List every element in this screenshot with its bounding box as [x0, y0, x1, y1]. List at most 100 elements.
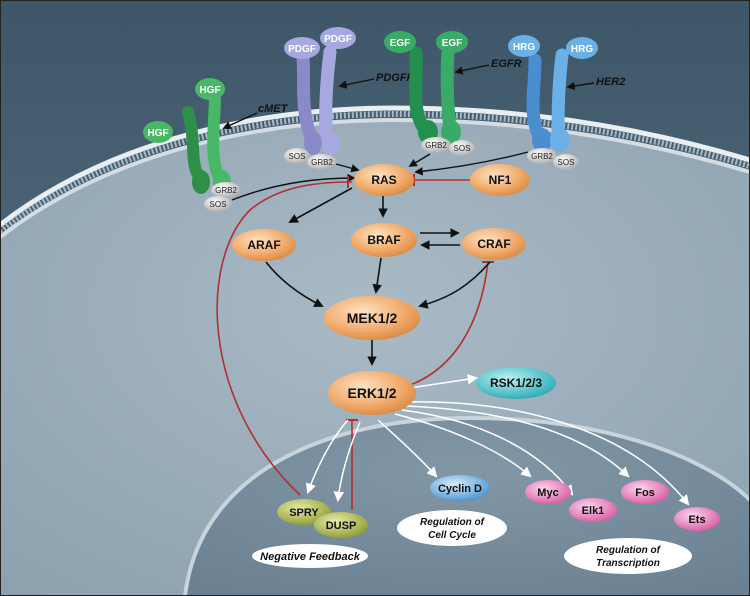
transcription-caption-line2: Transcription [596, 558, 660, 569]
grb2-cmet [211, 182, 241, 198]
nuclear-envelope [183, 415, 750, 596]
egfr-label: EGFR [491, 58, 522, 70]
braf-label: BRAF [367, 233, 400, 247]
cell-cycle-caption-bg [397, 510, 507, 546]
dusp-label: DUSP [326, 520, 357, 532]
araf-node [232, 229, 296, 261]
craf-node [462, 228, 526, 260]
pdgf-label-2: PDGF [324, 34, 352, 45]
grb2-pdgfr [307, 154, 337, 170]
feedback-erk-to-craf [409, 261, 489, 386]
arrow-her2-to-ras [414, 151, 529, 176]
pdgfr-receptor [296, 45, 340, 155]
cell-cycle-caption-line1: Regulation of [420, 517, 486, 528]
pdgf-ligand-1 [284, 37, 320, 59]
erk-node [328, 371, 416, 415]
egf-ligand-2 [436, 31, 468, 53]
spry-node [277, 499, 331, 525]
ets-node [674, 507, 720, 531]
arrow-pdgfr-to-ras [335, 163, 360, 173]
grb2-egfr-label: GRB2 [425, 141, 447, 150]
cell-membrane-outer [0, 105, 750, 227]
braf-node [351, 223, 417, 257]
sos-cmet-label: SOS [210, 200, 227, 209]
dusp-node [314, 512, 368, 538]
grb2-cmet-label: GRB2 [215, 186, 237, 195]
hgf-ligand-1 [143, 121, 173, 143]
hgf-label-1: HGF [147, 128, 168, 139]
hrg-label-1: HRG [513, 42, 535, 53]
sos-egfr [449, 140, 475, 156]
myc-node [525, 480, 571, 504]
mek-label: MEK1/2 [347, 310, 398, 326]
her2-pointer [566, 81, 595, 91]
arrow-erk-to-fos [405, 405, 630, 478]
cell-membrane-core [0, 110, 750, 234]
cyclin-d-label: Cyclin D [438, 483, 482, 495]
egfr-receptor [409, 46, 461, 144]
ets-label: Ets [688, 514, 705, 526]
sos-pdgfr [284, 148, 310, 164]
rsk-label: RSK1/2/3 [490, 376, 542, 390]
arrow-erk-to-cyclin-d [377, 419, 438, 478]
egf-ligand-1 [384, 31, 416, 53]
ras-label: RAS [371, 173, 396, 187]
myc-label: Myc [537, 487, 558, 499]
cell-membrane-inner [0, 117, 750, 239]
negative-feedback-caption: Negative Feedback [260, 551, 361, 563]
arrow-cmet-to-ras [231, 173, 356, 201]
arrow-erk-to-rsk [409, 374, 479, 389]
cmet-label: cMET [258, 103, 289, 115]
grb2-egfr [421, 137, 451, 153]
arrow-erk-to-spry [305, 419, 349, 494]
fos-node [621, 480, 669, 504]
fos-label: Fos [635, 487, 655, 499]
feedback-erk-to-ras [216, 181, 353, 496]
her2-receptor [526, 48, 570, 152]
cmet-pointer [222, 112, 258, 130]
egfr-pointer [454, 64, 490, 75]
rsk-node [476, 367, 556, 399]
cmet-receptor [182, 94, 231, 194]
arrow-craf-to-mek [418, 261, 491, 309]
sos-cmet [204, 196, 232, 212]
arrow-erk-to-ets [407, 401, 690, 506]
pdgfr-pointer [338, 78, 375, 89]
ras-node [354, 164, 414, 196]
arrow-braf-to-mek [372, 257, 382, 294]
pdgfr-label: PDGFR [376, 72, 415, 84]
her2-label: HER2 [596, 76, 625, 88]
craf-label: CRAF [477, 237, 510, 251]
spry-label: SPRY [289, 507, 319, 519]
erk-label: ERK1/2 [347, 385, 396, 401]
transcription-caption-line1: Regulation of [596, 545, 662, 556]
sos-pdgfr-label: SOS [289, 152, 306, 161]
mek-node [324, 296, 420, 340]
egf-label-1: EGF [390, 38, 411, 49]
pdgf-label-1: PDGF [288, 44, 316, 55]
arrow-erk-to-myc [394, 413, 532, 478]
arrow-araf-to-mek [265, 261, 324, 307]
sos-her2 [553, 154, 579, 170]
grb2-her2 [527, 148, 557, 164]
arrow-ras-to-araf [288, 187, 353, 223]
hgf-ligand-2 [195, 78, 225, 100]
sos-her2-label: SOS [558, 158, 575, 167]
araf-label: ARAF [247, 238, 280, 252]
sos-egfr-label: SOS [454, 144, 471, 153]
transcription-caption-bg [564, 538, 692, 574]
negative-feedback-caption-bg [252, 544, 368, 568]
nf1-node [470, 164, 530, 196]
hrg-ligand-1 [508, 35, 540, 57]
arrow-erk-to-dusp [333, 421, 361, 503]
elk1-node [569, 498, 617, 522]
elk1-label: Elk1 [582, 505, 605, 517]
pdgf-ligand-2 [320, 27, 356, 49]
cell-cycle-caption-line2: Cell Cycle [428, 530, 476, 541]
arrow-erk-to-elk1 [401, 409, 574, 496]
hrg-ligand-2 [566, 37, 598, 59]
hgf-label-2: HGF [199, 85, 220, 96]
cyclin-d-node [430, 475, 490, 501]
nf1-label: NF1 [489, 173, 512, 187]
